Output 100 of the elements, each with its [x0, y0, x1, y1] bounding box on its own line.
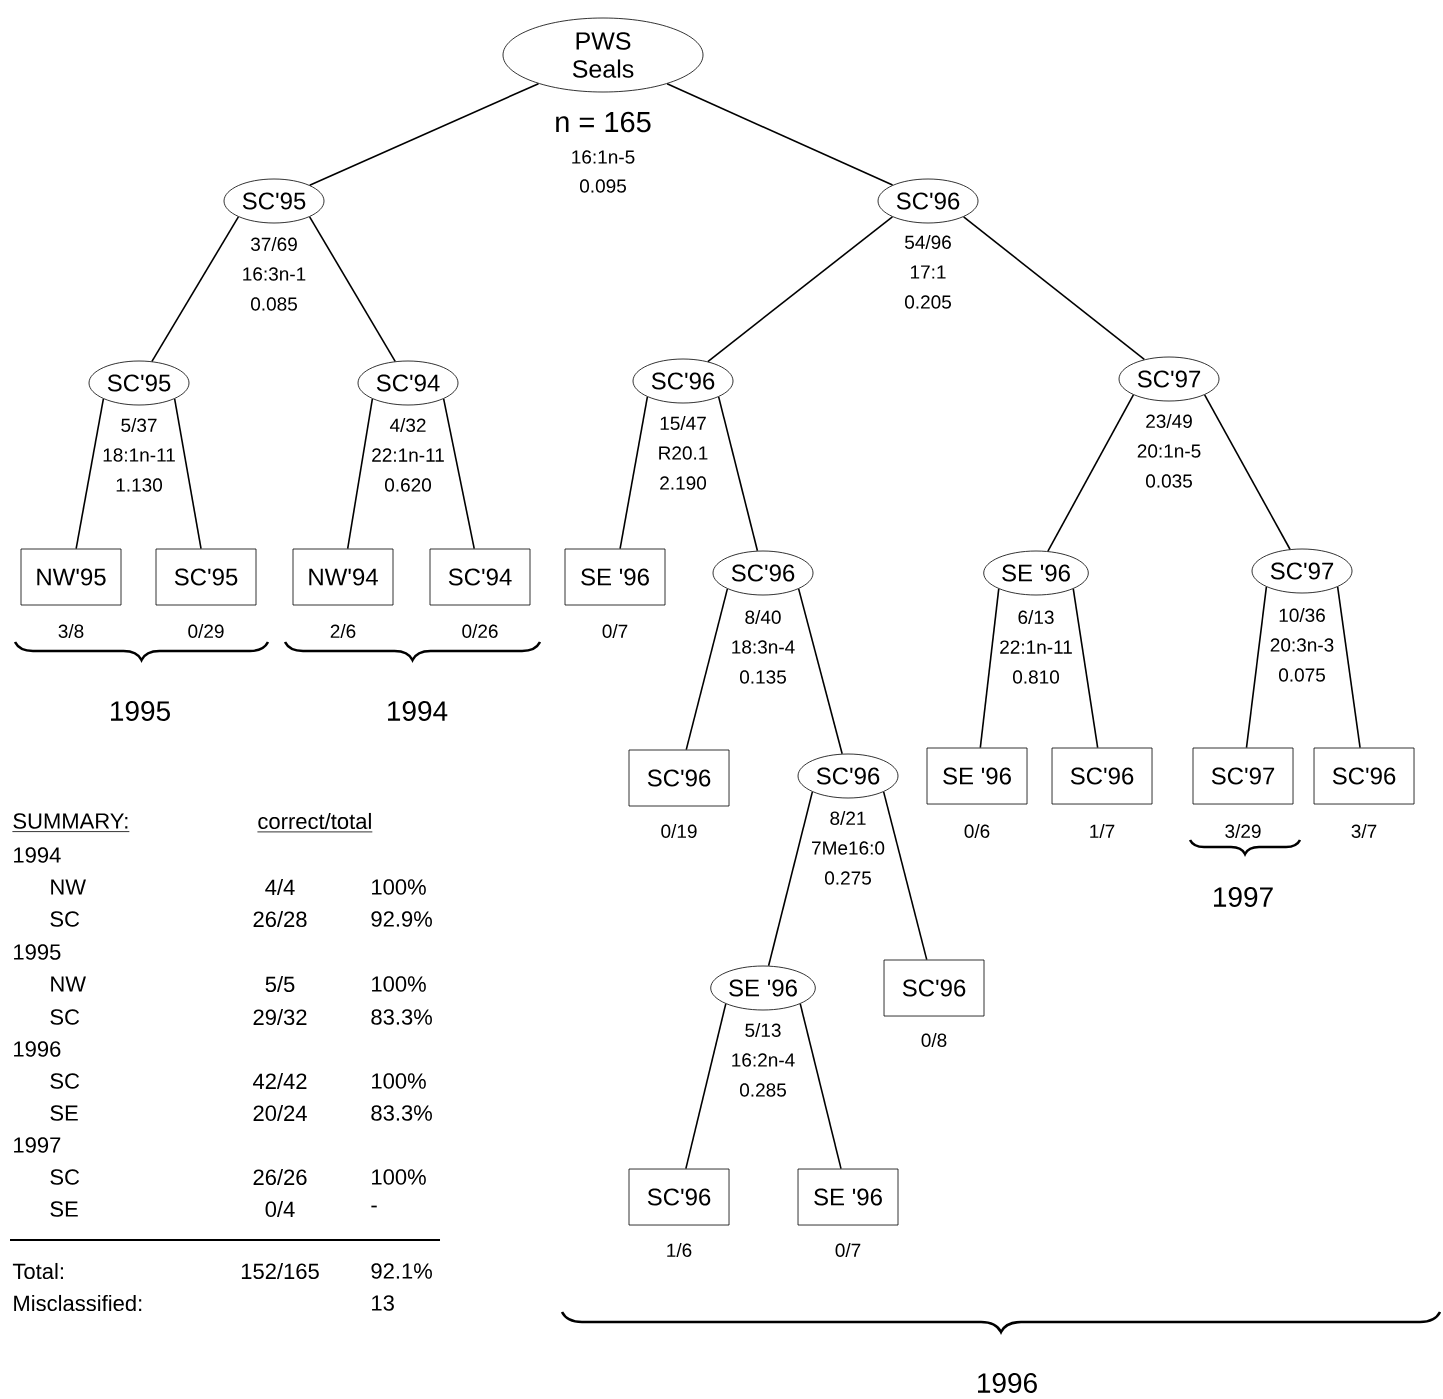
stat-text: 2/6: [328, 623, 358, 639]
ellipse-node: SC'96: [712, 550, 814, 596]
stat-text: 6/13: [1016, 609, 1056, 625]
stat-text: 16:1n-5: [569, 149, 637, 165]
stat-text: 0/29: [186, 623, 226, 639]
stat-text: 20:1n-5: [1135, 443, 1203, 459]
tree-line: [666, 83, 894, 186]
table-text: 1997: [14, 1137, 61, 1153]
table-text: 26/26: [253, 1168, 307, 1186]
ellipse-node: SC'97: [1118, 356, 1220, 402]
stat-text: 0.135: [738, 669, 788, 685]
table-text: NW: [51, 879, 86, 895]
stat-text: 3/8: [56, 623, 86, 639]
stat-text: 54/96: [903, 234, 953, 250]
tree-line: [346, 398, 374, 550]
table-text: 152/165: [241, 1262, 319, 1280]
stat-text: 0/19: [659, 823, 699, 839]
stat-text: 10/36: [1277, 607, 1327, 623]
tree-line: [979, 588, 1000, 749]
tree-line: [173, 398, 202, 550]
ellipse-node: SC'95: [223, 178, 325, 224]
stat-text: 16:3n-1: [240, 266, 308, 282]
ellipse-node: PWS Seals: [502, 17, 704, 93]
table-text: SE: [50, 1105, 78, 1121]
stat-text: 1/7: [1087, 823, 1117, 839]
table-text: SE: [50, 1201, 78, 1217]
table-text: 29/32: [253, 1008, 307, 1026]
stat-text: 37/69: [249, 236, 299, 252]
stat-text: 3/7: [1349, 823, 1379, 839]
leaf-box: SC'94: [429, 548, 531, 606]
table-text: 5/5: [265, 975, 295, 993]
stat-text: 18:3n-4: [729, 639, 797, 655]
tree-line: [685, 588, 729, 751]
ellipse-node: SC'94: [357, 360, 459, 406]
table-text: SC: [50, 1073, 80, 1089]
table-text: 100%: [372, 1073, 426, 1089]
table-text: Misclassified:: [14, 1294, 142, 1312]
table-text: 100%: [372, 1169, 426, 1185]
stat-text: 17:1: [908, 264, 948, 280]
stat-text: 8/40: [743, 609, 783, 625]
stat-text: 1.130: [114, 477, 164, 493]
tree-line: [717, 396, 759, 552]
tree-line: [1245, 586, 1268, 749]
year-label: 1996: [978, 1373, 1037, 1393]
table-text: NW: [51, 976, 86, 992]
ellipse-node: SE '96: [710, 965, 816, 1011]
table-text: SC: [50, 1009, 80, 1025]
stat-text: 2.190: [658, 475, 708, 491]
year-label: 1997: [1214, 887, 1273, 907]
stat-text: R20.1: [656, 445, 710, 461]
leaf-box: SE '96: [797, 1168, 899, 1226]
table-text: 1995: [14, 944, 61, 960]
table-text: 26/28: [253, 910, 307, 928]
tree-line: [767, 791, 814, 967]
stat-text: 5/13: [743, 1022, 783, 1038]
ellipse-node: SE '96: [983, 550, 1089, 596]
leaf-box: SC'96: [628, 1168, 730, 1226]
table-text: 100%: [372, 879, 426, 895]
leaf-box: SC'96: [883, 959, 985, 1017]
stat-text: 16:2n-4: [729, 1052, 797, 1068]
table-text: 13: [372, 1295, 394, 1311]
tree-line: [882, 791, 928, 961]
table-text: -: [371, 1205, 377, 1208]
year-label: 1995: [111, 701, 170, 721]
leaf-box: SC'97: [1192, 747, 1294, 805]
table-text: SC: [50, 1169, 80, 1185]
table-text: 83.3%: [371, 1009, 432, 1025]
stat-text: 22:1n-11: [998, 639, 1074, 655]
leaf-box: SC'96: [1313, 747, 1415, 805]
leaf-box: SC'96: [628, 749, 730, 807]
tree-line: [1072, 588, 1099, 749]
ellipse-node: SC'96: [877, 178, 979, 224]
stat-text: 0.075: [1277, 667, 1327, 683]
stat-text: 0/7: [833, 1242, 863, 1258]
stat-text: 5/37: [119, 417, 159, 433]
table-heading: SUMMARY:: [12, 813, 130, 832]
table-text: SC: [50, 911, 80, 927]
stat-text: 3/29: [1223, 823, 1263, 839]
ellipse-node: SC'96: [632, 358, 734, 404]
table-text: 92.1%: [371, 1263, 432, 1279]
stat-text: 0.810: [1011, 669, 1061, 685]
stat-text: 0/8: [919, 1032, 949, 1048]
stat-text: 7Me16:0: [810, 840, 886, 856]
ellipse-node: SC'96: [797, 753, 899, 799]
table-text: Total:: [12, 1262, 63, 1280]
tree-line: [75, 398, 105, 550]
stat-text: 22:1n-11: [370, 447, 446, 463]
leaf-box: NW'95: [20, 548, 122, 606]
stat-text: n = 165: [553, 110, 653, 134]
tree-line: [1047, 394, 1135, 552]
stat-text: 0/26: [460, 623, 500, 639]
table-text: 100%: [372, 976, 426, 992]
stat-text: 0.095: [578, 178, 628, 194]
stat-text: 23/49: [1144, 413, 1194, 429]
tree-line: [799, 1003, 842, 1170]
stat-text: 1/6: [664, 1242, 694, 1258]
tree-line: [707, 216, 894, 363]
stat-text: 0.620: [383, 477, 433, 493]
stat-text: 0/7: [600, 623, 630, 639]
leaf-box: SC'96: [1051, 747, 1153, 805]
